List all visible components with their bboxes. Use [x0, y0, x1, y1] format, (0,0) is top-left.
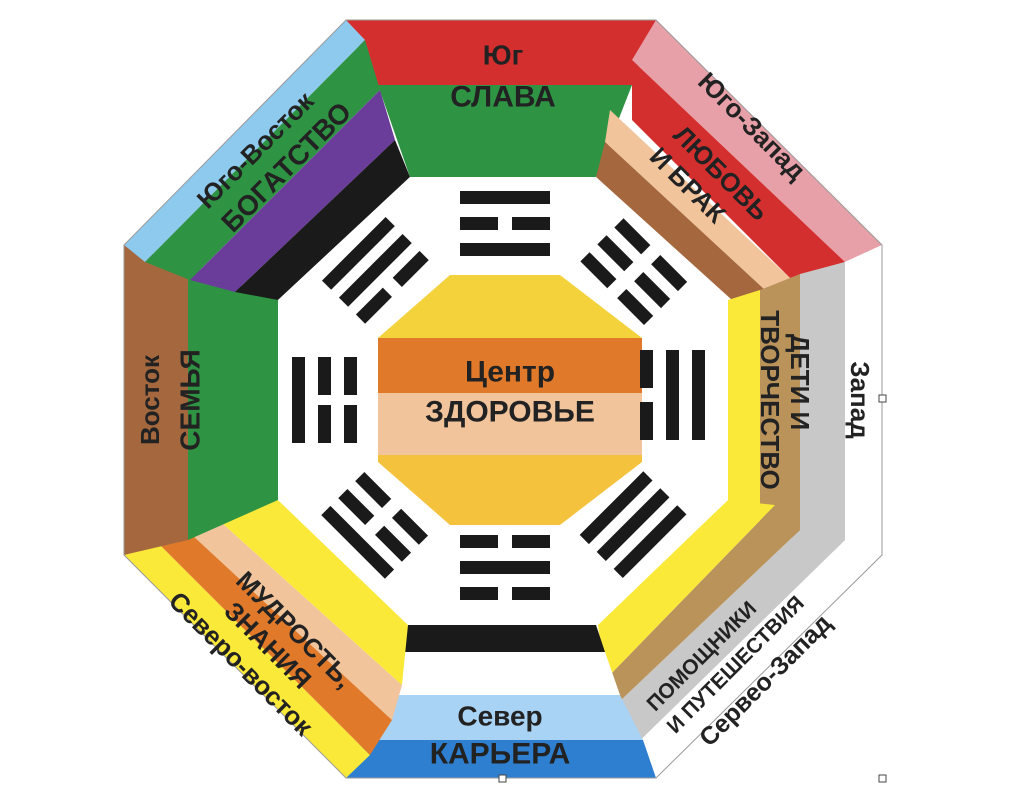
west-band-gray	[800, 262, 845, 555]
north-band-blue	[346, 740, 656, 778]
east-aspect-label: СЕМЬЯ	[175, 349, 206, 450]
southeast-band-green	[145, 40, 380, 280]
northwest-band-white	[620, 540, 882, 778]
trigram-southeast	[321, 216, 429, 324]
west-direction-label: Запад	[845, 361, 875, 439]
southeast-band-black	[235, 140, 410, 300]
southwest-band-pink	[632, 20, 882, 262]
sector-southwest	[596, 20, 882, 300]
sector-southeast	[124, 20, 410, 300]
northeast-band-orange	[150, 520, 392, 755]
trigram-northwest	[579, 471, 687, 579]
north-band-black	[398, 625, 605, 652]
center-aspect-label: ЗДОРОВЬЕ	[425, 396, 595, 429]
southeast-band-lightblue	[124, 20, 365, 262]
south-band-red	[346, 20, 656, 85]
trigram-north	[460, 535, 550, 600]
sector-west	[728, 245, 882, 555]
east-band-green	[188, 265, 278, 540]
east-direction-label: Восток	[135, 354, 165, 445]
southwest-band-brown	[596, 142, 765, 300]
trigram-northeast	[321, 471, 429, 579]
northwest-band-yellow	[598, 500, 775, 680]
sector-south	[346, 20, 656, 177]
trigrams	[292, 191, 705, 600]
resize-handle-bottom-right[interactable]	[878, 774, 887, 783]
southwest-band-peach	[605, 110, 790, 290]
sector-northeast	[124, 500, 408, 778]
trigram-east	[292, 357, 357, 443]
resize-handle-bottom[interactable]	[498, 774, 507, 783]
sector-north	[346, 625, 656, 778]
center-band-orange	[378, 338, 642, 393]
southeast-band-purple	[190, 90, 395, 292]
south-aspect-label: СЛАВА	[450, 81, 555, 114]
northwest-band-gray	[600, 530, 845, 760]
sector-northwest	[598, 500, 882, 778]
west-band-tan	[760, 274, 800, 540]
northwest-band-tan	[600, 505, 800, 720]
center-direction-label: Центр	[465, 356, 555, 389]
west-band-white	[845, 245, 882, 555]
west-band-yellow	[728, 290, 760, 528]
north-aspect-label: КАРЬЕРА	[430, 738, 571, 771]
southwest-band-red	[632, 60, 845, 278]
trigram-southwest	[580, 218, 688, 326]
octagon-outline	[123, 19, 883, 779]
north-band-lightblue	[361, 695, 643, 740]
northeast-band-yellow2	[202, 500, 408, 685]
west-aspect-label: ДЕТИ И	[785, 334, 815, 430]
sector-east	[124, 245, 278, 555]
center-band-peach	[378, 393, 642, 455]
north-band-white	[383, 652, 620, 695]
south-direction-label: Юг	[483, 40, 524, 71]
north-direction-label: Север	[457, 701, 542, 732]
west-aspect2-label: ТВОРЧЕСТВО	[755, 310, 785, 490]
trigram-west	[640, 350, 705, 440]
trigram-south	[460, 191, 550, 256]
east-band-brown	[124, 245, 188, 555]
resize-handle-right[interactable]	[878, 394, 887, 403]
northeast-band-peach	[176, 505, 402, 720]
south-band-green	[378, 85, 632, 177]
northeast-band-yellow	[124, 535, 370, 778]
